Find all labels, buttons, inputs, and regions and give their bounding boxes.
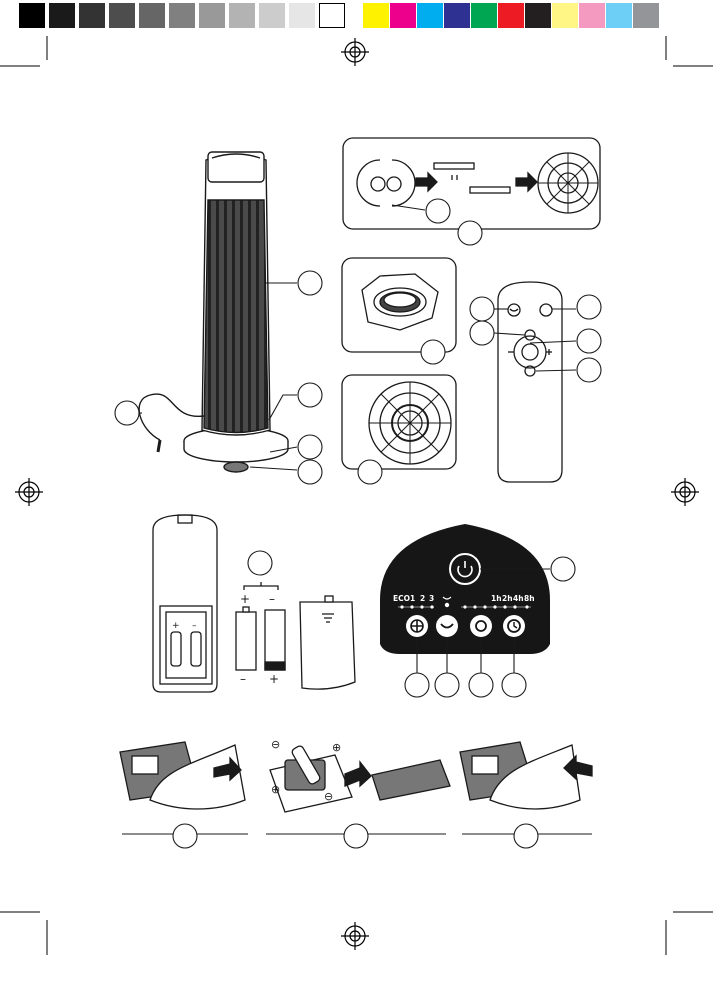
tower-fan-illustration	[139, 152, 288, 472]
install-minus-2: ⊖	[324, 790, 333, 803]
registration-mark-left	[15, 478, 43, 506]
install-minus-1: ⊖	[271, 738, 280, 751]
battery-install-step-2	[270, 745, 450, 812]
timer-label-1h: 1h	[491, 594, 502, 603]
timer-label-4h: 4h	[513, 594, 524, 603]
remote-battery-compartment	[153, 515, 217, 692]
grille-assembly-box	[343, 138, 600, 229]
battery-2-minus: –	[269, 592, 275, 606]
timer-label-2h: 2h	[502, 594, 513, 603]
speed-label-1: 1	[410, 594, 415, 603]
eco-label: ECO	[393, 594, 410, 603]
speed-label-2: 2	[420, 594, 425, 603]
battery-2-plus: +	[269, 672, 279, 686]
battery-1-minus: –	[240, 672, 246, 686]
registration-mark-top	[341, 38, 369, 66]
battery-1-plus: +	[240, 592, 250, 606]
compartment-minus: –	[192, 621, 197, 631]
remote-control-top	[498, 282, 562, 482]
install-plus-2: ⊕	[271, 783, 280, 796]
battery-cover	[300, 596, 355, 689]
registration-mark-bottom	[341, 922, 369, 950]
locking-nut-box	[342, 258, 456, 352]
timer-label-8h: 8h	[524, 594, 535, 603]
control-panel	[380, 524, 550, 654]
speed-label-3: 3	[429, 594, 434, 603]
registration-mark-right	[671, 478, 699, 506]
battery-install-step-1	[120, 742, 245, 809]
base-grille-box	[342, 375, 456, 469]
battery-install-step-3	[460, 742, 592, 809]
install-plus-1: ⊕	[332, 741, 341, 754]
compartment-plus: +	[172, 621, 180, 631]
